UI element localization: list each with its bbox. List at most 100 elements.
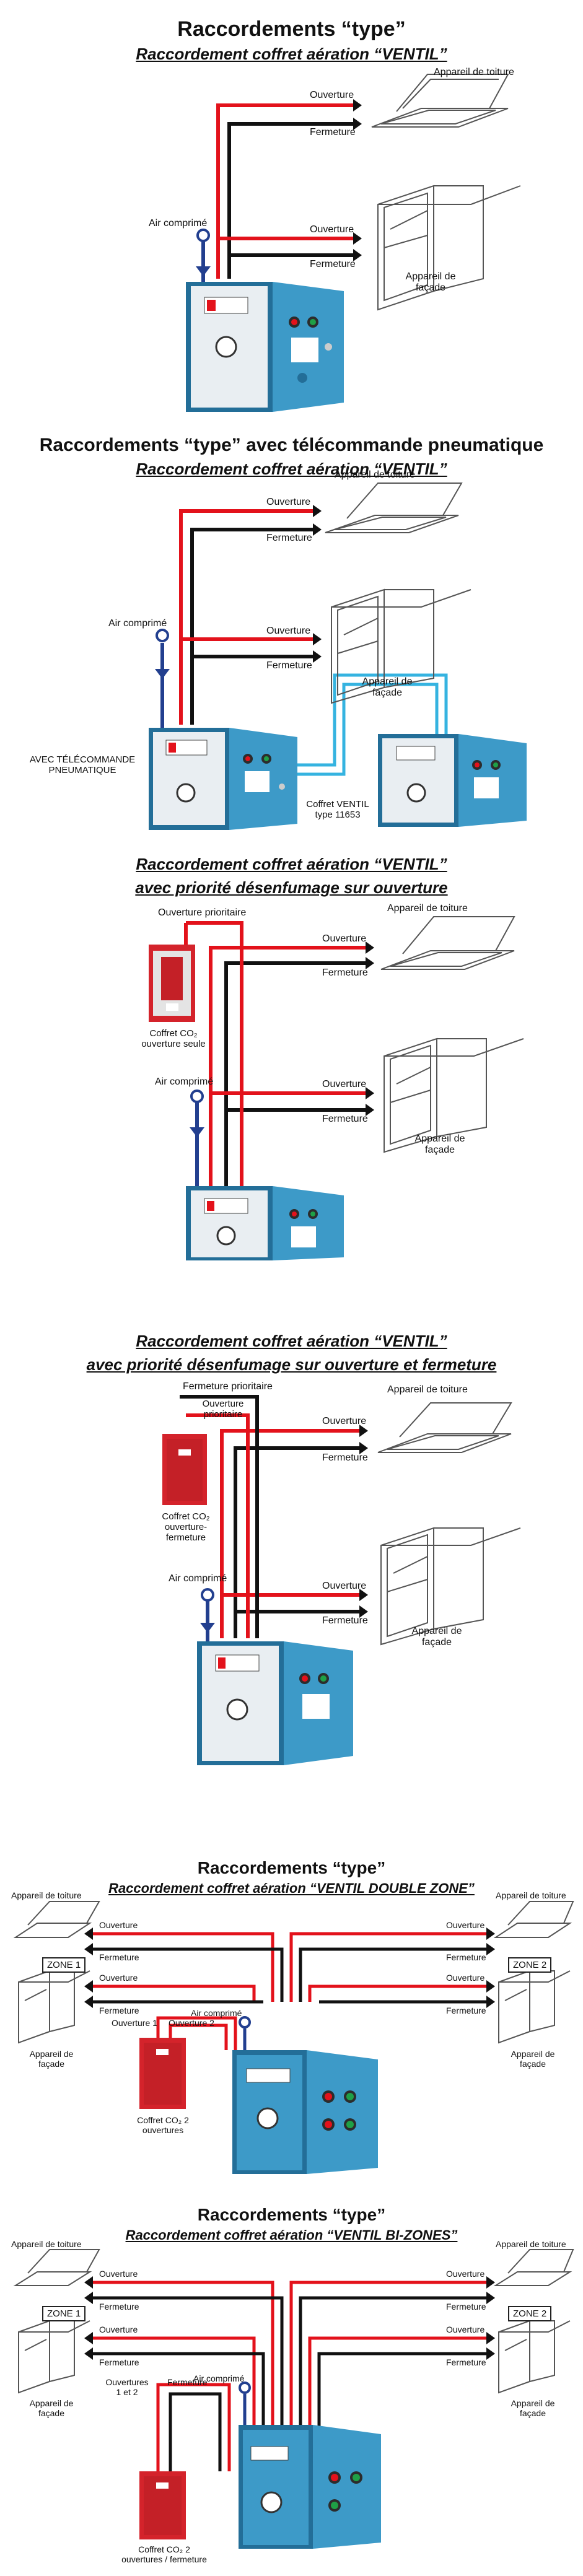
pipe-fermeture-right-roof [299,1947,486,2002]
pipe-fermeture-roof [234,1446,359,1638]
label-appareil-toiture-left: Appareil de toiture [11,1890,82,1900]
arrow-heads-left [84,2276,93,2360]
pipe-fermeture-roof [224,961,366,1186]
label-ouverture-left-facade: Ouverture [99,2325,138,2334]
pipe-fermeture-left-facade [93,2352,265,2471]
facade-window-right-icon [498,2320,571,2394]
label-ouverture-2: Ouverture 2 [169,2018,214,2028]
facade-window-right-icon [498,1970,571,2044]
section-ventil: Raccordements “type” Raccordement coffre… [0,0,583,421]
pipe-ouverture-roof [209,946,366,1186]
label-fermeture-right-facade: Fermeture [446,2357,486,2367]
label-appareil-toiture-right: Appareil de toiture [496,2239,566,2249]
zone-1-badge: ZONE 1 [42,2306,86,2321]
facade-window-icon [331,588,471,704]
label-ouverture-left-roof: Ouverture [99,2269,138,2279]
label-ouverture-facade: Ouverture [266,626,311,636]
label-air-comprime: Air comprimé [108,618,167,629]
roof-window-icon [371,74,509,128]
zone-2-badge: ZONE 2 [508,2306,552,2321]
label-coffret-co2: Coffret CO₂ ouverture seule [141,1028,206,1049]
label-air-comprime: Air comprimé [155,1076,214,1087]
label-ouverture-roof: Ouverture [322,1416,367,1426]
section-subtitle: Raccordement coffret aération “VENTIL” [136,460,447,478]
label-ouverture-facade: Ouverture [322,1581,367,1591]
co2-cabinet-icon [162,1434,207,1505]
pipe-ouverture-2 [169,2024,228,2050]
section-title: Raccordements “type” [197,2205,386,2224]
air-inlet-icon [196,229,210,242]
pipe-fermeture-co2 [169,2392,222,2471]
ventil-cabinet-icon [149,728,297,830]
zone-2-badge: ZONE 2 [508,1957,552,1973]
pipe-fermeture-prioritaire [180,1395,259,1638]
section-title-line2: avec priorité désenfumage sur ouverture … [86,1355,497,1374]
label-fermeture-roof: Fermeture [322,1452,368,1463]
co2-cabinet-icon [139,2471,186,2539]
ventil-cabinet-icon [197,1641,353,1765]
label-appareil-facade-left: Appareil de façade [29,2049,74,2069]
pipe-ouverture-left-roof [93,2281,274,2471]
pipe-ouverture-roof [216,103,353,279]
label-ouverture-facade: Ouverture [322,1079,367,1089]
label-fermeture-prioritaire: Fermeture prioritaire [183,1381,273,1392]
roof-window-right-icon [493,2249,574,2286]
section-double-zone: Raccordements “type” Raccordement coffre… [0,1771,583,2180]
label-appareil-facade-right: Appareil de façade [511,2398,555,2418]
air-arrow-icon [190,1127,204,1137]
pipe-ouverture-roof [179,509,313,725]
label-ouverture-1: Ouverture 1 [112,2018,157,2028]
pipe-fermeture-roof [227,122,353,279]
zone-1-badge: ZONE 1 [42,1957,86,1973]
label-air-comprime: Air comprimé [191,2008,242,2018]
ventil-cabinet-icon [232,2050,378,2174]
diagram-priorite-ouverture [149,916,524,1260]
label-ouverture-right-facade: Ouverture [446,1973,485,1983]
label-appareil-facade: Appareil de façade [405,271,456,293]
label-appareil-toiture-right: Appareil de toiture [496,1890,566,1900]
diagram-ventil [186,74,521,412]
label-fermeture-roof: Fermeture [322,967,368,978]
label-appareil-toiture: Appareil de toiture [335,469,415,480]
arrow-heads [359,1425,368,1618]
label-ouverture-right-roof: Ouverture [446,2269,485,2279]
label-ouvertures-1-2: Ouvertures 1 et 2 [105,2377,149,2397]
roof-window-right-icon [493,1901,574,1938]
ventil-cabinet-2-icon [378,734,527,827]
label-fermeture-right-roof: Fermeture [446,1952,486,1962]
label-appareil-facade: Appareil de façade [414,1133,465,1155]
roof-window-icon [377,1402,512,1453]
label-appareil-toiture-left: Appareil de toiture [11,2239,82,2249]
air-arrow-icon [196,266,211,276]
co2-cabinet-icon [139,2038,186,2109]
co2-cabinet-icon [149,945,195,1022]
pipe-ouverture-roof [220,1429,359,1638]
arrow-heads [366,941,374,1116]
section-subtitle: Raccordement coffret aération “VENTIL” [136,45,447,63]
label-fermeture-co2: Fermeture [167,2377,208,2387]
label-fermeture-facade: Fermeture [310,259,356,269]
air-inlet-icon [239,2016,251,2028]
section-title-line1: Raccordement coffret aération “VENTIL” [136,855,447,873]
pipe-ouverture-left-roof [93,1932,274,2002]
air-inlet-icon [201,1588,214,1602]
roof-window-icon [325,482,463,533]
section-subtitle: Raccordement coffret aération “VENTIL BI… [125,2227,458,2243]
arrow-heads-left [84,1928,93,2008]
pipe-ouverture-right-roof [289,2281,486,2471]
arrow-heads [353,99,362,261]
label-ouverture-roof: Ouverture [266,497,311,507]
label-appareil-facade: Appareil de façade [411,1626,462,1648]
label-ouverture-right-roof: Ouverture [446,1920,485,1930]
label-ouverture-left-facade: Ouverture [99,1973,138,1983]
label-appareil-facade-left: Appareil de façade [29,2398,74,2418]
section-priorite-ouverture: Raccordement coffret aération “VENTIL” a… [0,830,583,1264]
label-appareil-toiture: Appareil de toiture [387,1384,468,1395]
air-inlet-icon [156,629,169,642]
label-air-comprime: Air comprimé [193,2373,245,2383]
label-coffret-co2: Coffret CO₂ ouverture-fermeture [162,1511,210,1543]
facade-window-icon [377,185,521,311]
label-air-comprime: Air comprimé [169,1573,227,1584]
label-appareil-toiture: Appareil de toiture [387,903,468,914]
section-telecommande: Raccordements “type” avec télécommande p… [0,421,583,830]
